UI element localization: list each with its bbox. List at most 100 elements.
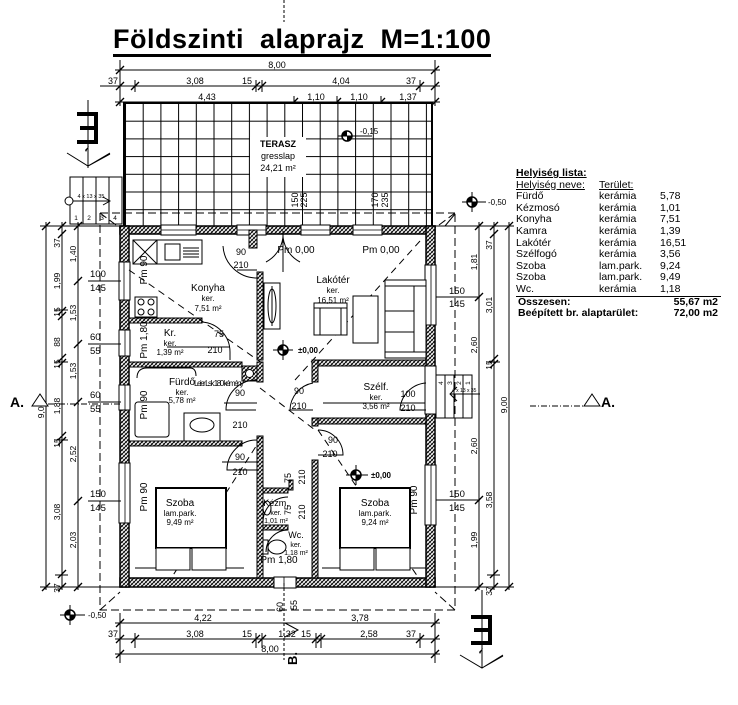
- room-konyha-area: 7,51 m²: [194, 304, 221, 313]
- room-list-name: Fürdő: [516, 190, 544, 203]
- section-a-right-label: A.: [601, 394, 615, 410]
- section-a-left-label: A.: [10, 394, 24, 410]
- door-room1-h: 210: [232, 467, 247, 477]
- stairs-spec-right: 4 x 13 x 35: [452, 388, 477, 394]
- room-list-name: Szélfogó: [516, 248, 557, 261]
- parapet-room1: Pm 90: [139, 482, 150, 511]
- chimney-note: Leier Lsk 180 kémény: [194, 379, 244, 388]
- level-marker-left-icon: [60, 605, 85, 625]
- window-terrace-2: 225: [299, 192, 309, 207]
- total-value: 55,67 m2: [673, 295, 718, 308]
- door-entry-h: 210: [400, 403, 415, 413]
- room-list-name: Wc.: [516, 282, 535, 295]
- dim-left-m4: 15: [52, 359, 62, 369]
- dim-left-i2: 1,53: [68, 362, 78, 379]
- room-konyha-name: Konyha: [191, 283, 225, 294]
- room-furdo-area: 5,78 m²: [168, 396, 195, 405]
- level-inside-living: ±0,00: [298, 346, 319, 355]
- door-wc2-h: 210: [297, 504, 307, 519]
- room-list-col-area: Terület:: [599, 178, 634, 191]
- stair-step-1: 1: [74, 215, 78, 222]
- room-furdo-material: ker.: [176, 388, 189, 397]
- room-kamra-area: 1,39 m²: [156, 348, 183, 357]
- window-left-3-bot: 55: [90, 404, 101, 415]
- room-list-floor: kerámia: [599, 224, 637, 237]
- room-list-row: Kézmosó kerámia 1,01: [516, 201, 731, 215]
- room-list-row: Szélfogó kerámia 3,56: [516, 249, 731, 261]
- door-room2-h: 210: [322, 449, 337, 459]
- door-room1-w: 90: [235, 452, 245, 462]
- room-list-floor: kerámia: [599, 213, 637, 226]
- level-inside-hall: ±0,00: [371, 471, 392, 480]
- room-list-name: Kézmosó: [516, 201, 560, 214]
- dim-top-r3-3: 1,37: [399, 92, 417, 102]
- terrace-area: 24,21 m²: [260, 163, 296, 173]
- room-list-floor: kerámia: [599, 201, 637, 214]
- room-list-floor: kerámia: [599, 248, 637, 261]
- room-list-floor: lam.park.: [599, 271, 643, 284]
- dim-bottom-overall: 8,00: [261, 644, 279, 654]
- room-kezmoso-material: ker.: [270, 510, 281, 517]
- door-room2-w: 90: [328, 435, 338, 445]
- section-mark-bottom-icon: [459, 590, 504, 669]
- room-list-area: 3,56: [660, 248, 681, 261]
- dim-left-m6: 15: [52, 438, 62, 448]
- door-kitchen-w: 90: [236, 247, 246, 257]
- dim-left-m3: 88: [52, 337, 62, 347]
- room-wc-name: Wc.: [288, 530, 304, 540]
- stair-step-4: 4: [113, 215, 117, 222]
- level-marker-living-icon: [273, 340, 293, 360]
- chimney-icon: [241, 365, 258, 382]
- room-list-name: Konyha: [516, 213, 552, 226]
- window-right-2-top: 150: [449, 489, 465, 500]
- level-outside-right: -0,50: [488, 198, 507, 207]
- stairs-right-step-3: 3: [447, 381, 454, 385]
- parapet-terrace-right: Pm 0,00: [362, 245, 400, 256]
- stair-step-2: 2: [87, 215, 91, 222]
- dim-top-r3-0: 4,43: [198, 92, 216, 102]
- room-list-area: 9,24: [660, 259, 681, 272]
- dim-left-m7: 3,08: [52, 503, 62, 520]
- dim-right-m2: 15: [484, 360, 494, 370]
- dim-bottom-r2-5: 2,58: [360, 629, 378, 639]
- section-a-right-icon: [530, 393, 601, 407]
- level-outside-left: -0,50: [88, 611, 107, 620]
- built-area-label: Beépített br. alaptarület:: [518, 307, 639, 320]
- room-list-row: Szoba lam.park. 9,49: [516, 272, 731, 284]
- room-list-area: 9,49: [660, 271, 681, 284]
- parapet-wc: Pm 1,80: [260, 555, 298, 566]
- room-list-area: 5,78: [660, 190, 681, 203]
- room-list-name: Szoba: [516, 259, 546, 272]
- door-swings: [201, 230, 427, 553]
- room-list-header: Helyiség neve: Terület:: [516, 178, 731, 192]
- room-list-title: Helyiség lista:: [516, 167, 587, 179]
- room-szelfogo-name: Szélf.: [363, 382, 388, 393]
- window-left-2-top: 60: [90, 332, 101, 343]
- terrace-level: -0,15: [360, 127, 379, 136]
- room-list-area: 1,01: [660, 201, 681, 214]
- roof-outline: [99, 212, 456, 611]
- dim-bottom-r2-2: 15: [242, 629, 252, 639]
- stair-step-3: 3: [100, 215, 104, 222]
- dim-bottom-r1-0: 4,22: [194, 613, 212, 623]
- dim-right-outer: 9,00: [499, 396, 509, 413]
- level-marker-hall-icon: [346, 465, 368, 485]
- dim-left-m8: 37: [52, 583, 62, 593]
- dim-right-i3: 1,99: [469, 531, 479, 548]
- room-list-name: Szoba: [516, 271, 546, 284]
- dim-left-i0: 1,40: [68, 245, 78, 262]
- window-left-4-bot: 145: [90, 503, 106, 514]
- room-kezmoso-name: Kézm.: [263, 498, 289, 508]
- room-list-floor: kerámia: [599, 236, 637, 249]
- section-b-label: B.: [285, 652, 300, 665]
- dim-top-r2-0: 37: [108, 76, 118, 86]
- section-mark-top-icon: [66, 100, 111, 168]
- room-list-floor: kerámia: [599, 190, 637, 203]
- room-list-built-area: Beépített br. alaptarület:72,00 m2: [516, 308, 718, 320]
- window-left-2-bot: 55: [90, 346, 101, 357]
- window-terrace-3: 170: [370, 192, 380, 207]
- interior-walls: [128, 229, 427, 579]
- dim-bottom-r2-0: 37: [108, 629, 118, 639]
- bedroom-beds: [135, 487, 426, 571]
- room-list-name: Kamra: [516, 224, 547, 237]
